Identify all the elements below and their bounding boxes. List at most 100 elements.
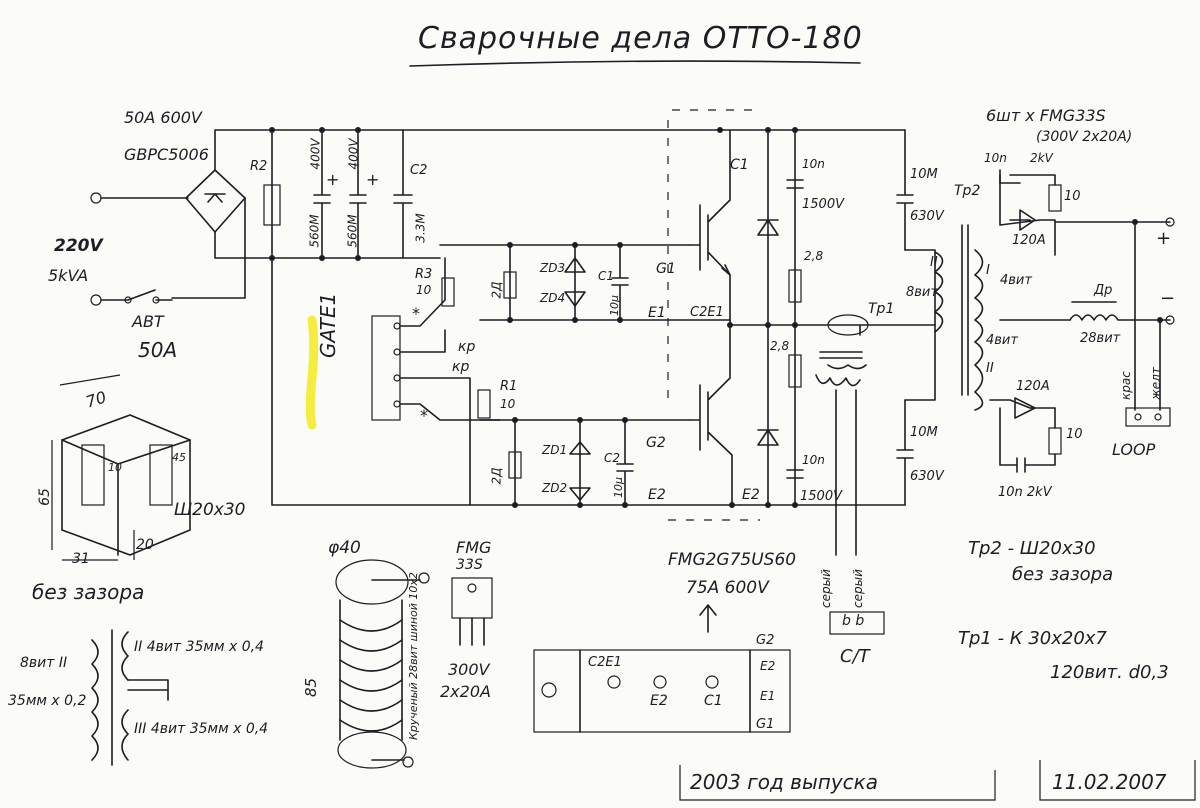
lower-driver (479, 417, 691, 508)
out-cap-top: 10M (910, 167, 938, 182)
bridge-part: GBPC5006 (124, 145, 209, 164)
primary-winding (934, 251, 944, 333)
snubber-cap-top-v: 2kV (1030, 151, 1053, 165)
mains-power: 5kVA (48, 266, 89, 285)
upper-driver (439, 242, 731, 323)
diode-top-rating: 120A (1012, 233, 1046, 248)
c2-label: C2 (410, 163, 428, 178)
choke-diameter: φ40 (328, 538, 361, 558)
module-g2: G2 (756, 633, 775, 648)
module-c2e1: C2E1 (588, 655, 622, 670)
primary-winding-label: II (930, 255, 938, 270)
plus-sign-1: + (326, 170, 340, 189)
core-sketch (51, 374, 191, 561)
module-e2-right: E2 (760, 659, 776, 673)
snubber-c-top: 10n (802, 157, 825, 171)
phase-mark-1: * (412, 304, 420, 323)
tr1-label: Тр1 (868, 301, 895, 317)
module-e2: E2 (650, 693, 668, 709)
loop-connector (1125, 407, 1171, 427)
c2-value: 3.3M (413, 213, 428, 243)
ct-label: C/T (840, 646, 870, 667)
snubber-v-top: 1500V (802, 197, 844, 212)
drawing-date: 11.02.2007 (1052, 770, 1167, 794)
tr1-core (827, 314, 869, 336)
loop-wire-right: желт (1149, 367, 1163, 400)
primary-winding-turns: 8вит (906, 285, 938, 300)
g2-label: G2 (646, 435, 666, 451)
snubber-v-bottom: 1500V (800, 489, 842, 504)
out-cap-bottom: 10M (910, 425, 938, 440)
tr2-gap: без зазора (1012, 564, 1114, 585)
secondary-i-label: I (986, 263, 990, 278)
snubber-cap-bottom: 10n 2kV (998, 485, 1052, 500)
module-g1: G1 (756, 717, 775, 732)
zd3-label: ZD3 (540, 261, 566, 275)
tr2-label: Тр2 (954, 183, 981, 199)
snubber-r-bottom-out: 10 (1066, 427, 1083, 442)
breaker-current: 50A (138, 338, 178, 362)
winding-ii-wire: 35мм x 0,2 (8, 693, 87, 709)
c-560-1: 560M (307, 214, 322, 248)
core-dim-31: 31 (72, 551, 90, 567)
tr1-spec: Тр1 - К 30x20x7 (958, 628, 1107, 649)
c-560-2: 560M (345, 214, 360, 248)
mains-voltage: 220V (54, 236, 103, 256)
e1-label: E1 (648, 305, 666, 321)
ct-wire-right: серый (851, 569, 865, 608)
secondary-ii-turns: 4вит (986, 333, 1018, 348)
page-title: Сварочные дела OTTO-180 (418, 21, 863, 56)
core-dim-10: 10 (108, 461, 122, 474)
core-no-gap: без зазора (32, 580, 145, 604)
fmg-current: 2x20A (440, 682, 491, 701)
gate-header (371, 315, 401, 421)
loop-label: LOOP (1112, 440, 1156, 459)
r3-label: R3 (415, 267, 433, 282)
kr-label-2: кр (452, 359, 470, 375)
choke-sketch (335, 559, 430, 769)
igbt-part: FMG2G75US60 (668, 550, 797, 570)
r1-label: R1 (500, 379, 518, 394)
tr2-spec: Тр2 - Ш20x30 (968, 538, 1096, 559)
core-dim-45: 45 (172, 451, 186, 464)
dc-bus-capacitors (263, 127, 741, 506)
zd1-label: ZD1 (542, 443, 568, 457)
choke-length: 85 (302, 677, 321, 698)
choke-label: Др (1094, 283, 1113, 298)
plus-sign-2: + (366, 170, 380, 189)
gate-connector-label: GATE1 (316, 292, 340, 358)
tr1-turns: 120вит. d0,3 (1050, 662, 1169, 683)
lower-r-label: 2Д (489, 467, 504, 485)
bridge-rating: 50A 600V (124, 108, 202, 127)
secondary-ii-label: II (986, 361, 994, 376)
c2e1-label: C2E1 (690, 305, 724, 320)
igbt-rating: 75A 600V (686, 578, 769, 598)
kr-label-1: кр (458, 339, 476, 355)
snubber-cap-top: 10n (984, 151, 1007, 165)
diode-bottom-rating: 120A (1016, 379, 1050, 394)
lower-c2-value: 10μ (612, 477, 625, 498)
winding-ii-turns: 8вит II (20, 655, 68, 671)
r3-value: 10 (416, 283, 432, 297)
fmg-package (451, 577, 493, 646)
fmg-voltage: 300V (448, 660, 490, 679)
fmg-part-2: 33S (456, 557, 483, 573)
loop-wire-left: крас (1119, 371, 1133, 400)
c-400v-1: 400V (308, 138, 323, 170)
snubber-c-bottom: 10n (802, 453, 825, 467)
fmg-part: FMG (456, 538, 492, 557)
power-stage (667, 109, 944, 556)
g1-label: G1 (656, 261, 676, 277)
ac-terminal-1 (90, 192, 102, 204)
output-section (961, 169, 1175, 473)
year-note: 2003 год выпуска (690, 770, 879, 794)
output-plus: + (1156, 228, 1172, 249)
ct-terminals: b b (842, 613, 865, 629)
choke-turns: 28вит (1080, 331, 1121, 346)
upper-r-label: 2Д (489, 281, 504, 299)
module-e1: E1 (760, 689, 776, 703)
phase-mark-2: * (420, 406, 428, 425)
output-diodes-rating: (300V 2x20A) (1036, 129, 1133, 145)
